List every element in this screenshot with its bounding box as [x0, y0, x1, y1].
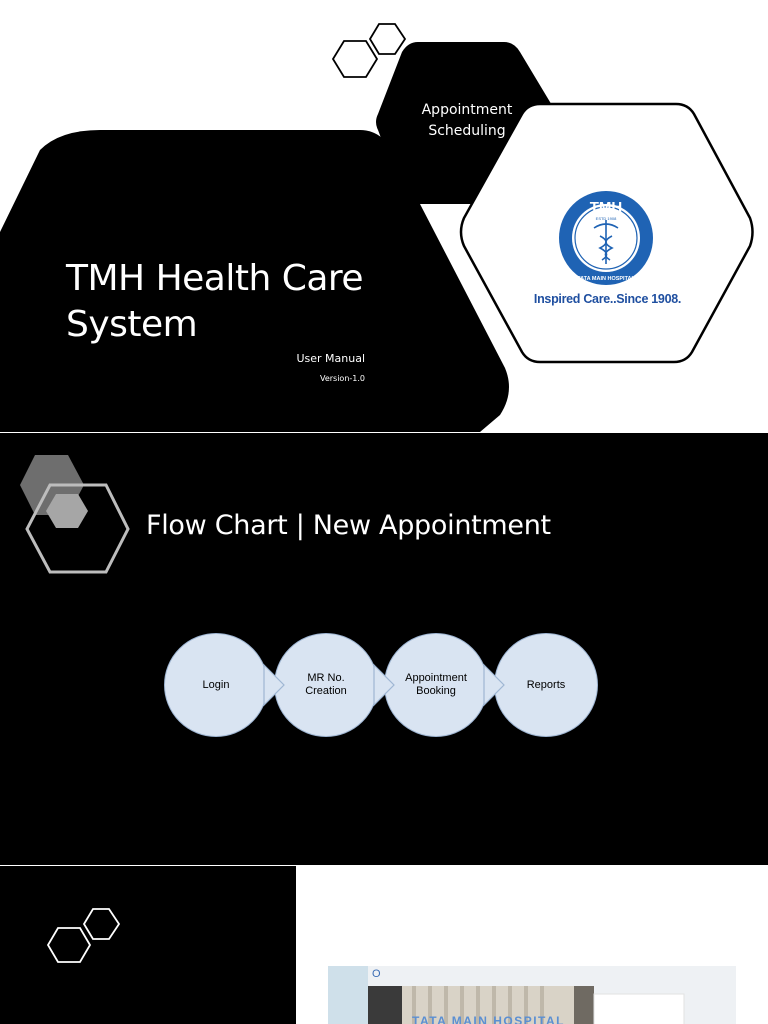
flowchart: Login MR No. Creation Appointment Bookin… [164, 633, 604, 739]
black-side-panel [0, 866, 296, 1024]
hexagon-pair-icon [331, 23, 407, 78]
hexagon-pair-icon [46, 908, 121, 963]
document-version: Version-1.0 [319, 374, 365, 383]
flowchart-hexagon-decoration [20, 455, 130, 574]
logo-tagline: Inspired Care..Since 1908. [533, 292, 682, 306]
document-title: TMH Health Care System [66, 258, 364, 345]
flow-step-login: Login [164, 633, 268, 737]
photo-mark: O [372, 968, 381, 980]
outlined-hexagon-icon [25, 483, 130, 574]
flow-step-mr-creation: MR No. Creation [274, 633, 378, 737]
title-slide: Appointment Scheduling TMH Health Care S… [0, 0, 768, 432]
flowchart-slide: Flow Chart | New Appointment Login MR No… [0, 433, 768, 865]
logo-ring-text: TATA MAIN HOSPITAL [577, 276, 635, 282]
flow-arrow-3 [483, 663, 505, 707]
hospital-sign: TATA MAIN HOSPITAL [412, 1014, 565, 1024]
logo-letters: TMH [590, 199, 623, 216]
flow-arrows [263, 663, 505, 707]
caduceus-icon [593, 220, 619, 264]
flow-arrow-1 [263, 663, 285, 707]
module-label: Appointment Scheduling [421, 102, 513, 139]
document-subtitle: User Manual [296, 352, 365, 365]
hospital-photo: O TATA MAIN HOSPITAL [328, 966, 736, 1024]
logo-estd: ESTD 1908 [596, 216, 617, 221]
title-black-hexagon [0, 130, 509, 432]
hospital-slide: O TATA MAIN HOSPITAL [0, 866, 768, 1024]
light-hexagon-icon [46, 494, 88, 528]
tmh-logo-icon: TMH ESTD 1908 TATA MAIN HOSPITAL [559, 191, 653, 285]
flow-step-appointment-booking: Appointment Booking [384, 633, 488, 737]
flowchart-title: Flow Chart | New Appointment [146, 510, 551, 541]
flow-arrow-2 [373, 663, 395, 707]
